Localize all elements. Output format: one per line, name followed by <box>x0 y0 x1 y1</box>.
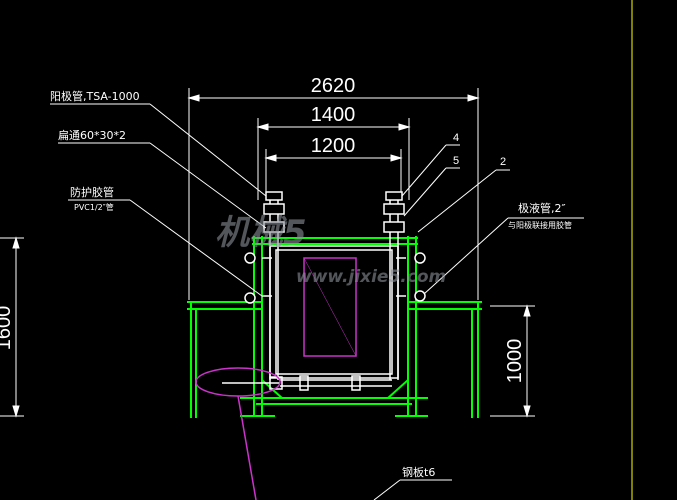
callout-5: 5 <box>453 155 459 167</box>
label-drain-pipe: 极液管,2″ <box>518 201 566 215</box>
watermark-logo: 机械5 <box>215 213 307 253</box>
right-pipe-fittings <box>383 191 426 302</box>
dimension-height-left-text: 1600 <box>0 306 15 351</box>
bottom-header-pipe <box>222 375 392 391</box>
right-platform <box>408 301 482 418</box>
dimension-height-left <box>0 236 24 418</box>
label-protective-hose: 防护胶管 <box>70 185 114 199</box>
detail-ellipse <box>195 367 281 397</box>
left-platform <box>187 301 262 418</box>
detail-leader <box>237 395 257 500</box>
dimension-overall-text: 2620 <box>311 75 356 97</box>
label-anode-pipe: 阳极管,TSA-1000 <box>50 89 140 103</box>
center-panel-hatch <box>303 257 357 357</box>
leader-lines <box>50 103 584 500</box>
dimension-height-right <box>490 304 535 418</box>
center-panel <box>303 257 357 357</box>
label-flat-bar: 扁通60*30*2 <box>58 129 126 142</box>
dimension-middle <box>256 118 411 200</box>
callout-4: 4 <box>453 132 459 144</box>
label-drain-note: 与阳极联接用胶管 <box>508 220 572 230</box>
label-protective-hose-spec: PVC1/2″管 <box>74 202 114 212</box>
dimension-middle-text: 1400 <box>311 104 356 126</box>
dimension-inner-text: 1200 <box>311 135 356 157</box>
main-frame <box>240 236 428 417</box>
callout-2: 2 <box>500 156 506 168</box>
dimension-height-right-text: 1000 <box>504 339 526 384</box>
watermark-url: www.jixie5.com <box>296 267 446 287</box>
label-steel-plate: 钢板t6 <box>402 465 435 479</box>
dimension-overall <box>187 88 480 300</box>
